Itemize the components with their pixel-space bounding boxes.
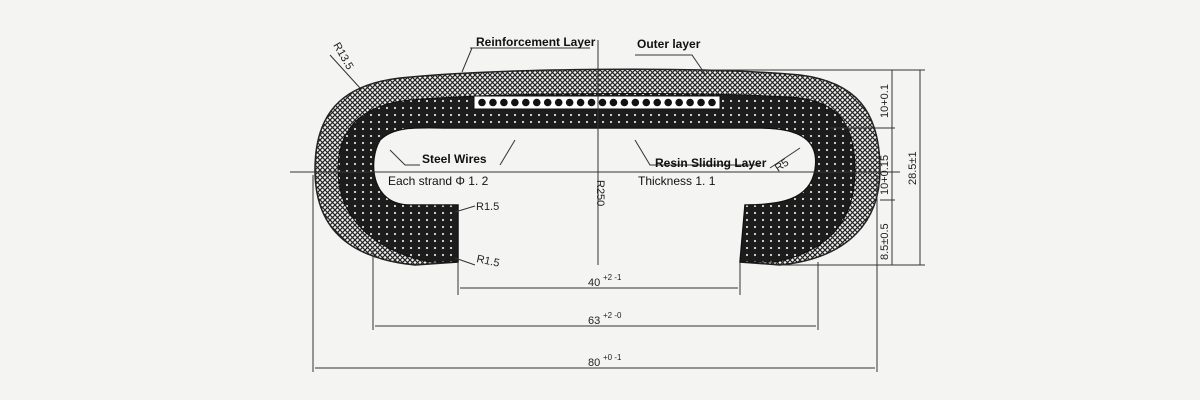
width-80-dim: 80 bbox=[588, 357, 600, 369]
r1-5-top-dim: R1.5 bbox=[476, 201, 499, 213]
steel-wire bbox=[686, 98, 694, 107]
steel-wire bbox=[675, 98, 683, 107]
height-bottom-dim: 8.5±0.5 bbox=[879, 223, 891, 260]
steel-wire bbox=[642, 98, 651, 107]
steel-wire bbox=[653, 98, 662, 107]
height-top-dim: 10+0.1 bbox=[879, 84, 891, 118]
steel-wire bbox=[631, 98, 640, 107]
steel-wire bbox=[478, 98, 486, 107]
r1-5-bottom-dim: R1.5 bbox=[475, 253, 500, 270]
steel-wire bbox=[500, 98, 508, 107]
steel-wire bbox=[598, 98, 607, 107]
width-40-tol: +2 -1 bbox=[603, 273, 622, 282]
steel-wire bbox=[609, 98, 618, 107]
width-63-tol: +2 -0 bbox=[603, 311, 622, 320]
steel-wire bbox=[697, 98, 705, 107]
width-80-tol: +0 -1 bbox=[603, 353, 622, 362]
width-40-dim: 40 bbox=[588, 277, 600, 289]
steel-wire bbox=[554, 98, 563, 107]
steel-wire bbox=[532, 98, 541, 107]
steel-wire bbox=[576, 98, 585, 107]
steel-wire bbox=[587, 98, 596, 107]
steel-wire bbox=[489, 98, 497, 107]
r13-5-dim: R13.5 bbox=[330, 41, 355, 72]
reinforcement-strip bbox=[473, 95, 721, 110]
steel-wire bbox=[565, 98, 574, 107]
width-63-dim: 63 bbox=[588, 315, 600, 327]
steel-wire bbox=[620, 98, 629, 107]
thickness-label: Thickness 1. 1 bbox=[638, 174, 716, 188]
steel-wire bbox=[708, 98, 716, 107]
outer-layer-label: Outer layer bbox=[637, 37, 701, 51]
height-mid-dim: 10+0.15 bbox=[879, 155, 891, 195]
resin-sliding-layer-label: Resin Sliding Layer bbox=[655, 156, 767, 170]
steel-wires bbox=[478, 98, 716, 107]
steel-wire bbox=[543, 98, 552, 107]
height-total-dim: 28.5±1 bbox=[907, 151, 919, 185]
steel-wire bbox=[511, 98, 519, 107]
steel-wire bbox=[522, 98, 530, 107]
each-strand-label: Each strand Φ 1. 2 bbox=[388, 174, 489, 188]
inner-body-layer bbox=[337, 93, 856, 263]
steel-wire bbox=[664, 98, 672, 107]
reinforcement-layer-label: Reinforcement Layer bbox=[476, 35, 596, 49]
r250-dim: R250 bbox=[594, 180, 606, 206]
steel-wires-label: Steel Wires bbox=[422, 152, 487, 166]
